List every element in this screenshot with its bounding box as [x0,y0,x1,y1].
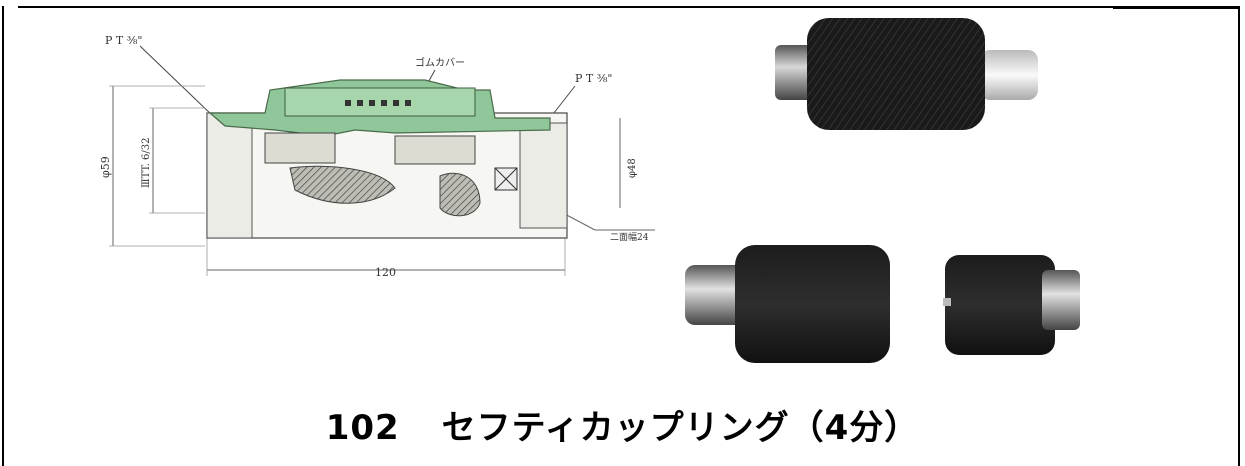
pt-left-label: P T ⅜" [105,34,142,47]
separated-coupling-photo [685,245,1080,363]
pt-right-label: P T ⅜" [575,72,612,85]
dim-hex-label: 二面幅24 [610,231,649,243]
dim-phi48-label: φ48 [627,158,638,178]
rubber-cover-label: ゴムカバー [415,56,465,69]
figure-title: セフティカップリング（4分） [441,408,920,448]
dim-length-label: 120 [375,266,396,279]
dim-phi59-label: φ59 [99,156,112,178]
coupling-cross-section-drawing: P T ⅜" ゴムカバー P T ⅜" φ59 ⅢTT. 6/32 φ48 12… [99,34,655,279]
figure-caption: 102 セフティカップリング（4分） [0,400,1245,449]
assembled-coupling-photo [775,18,1038,130]
left-border-line [2,6,4,466]
dim-thread-label: ⅢTT. 6/32 [141,137,152,188]
top-border-line-right [1113,6,1240,9]
right-border-line [1238,6,1240,466]
top-border-line [18,6,1113,8]
figure-number: 102 [325,408,400,448]
